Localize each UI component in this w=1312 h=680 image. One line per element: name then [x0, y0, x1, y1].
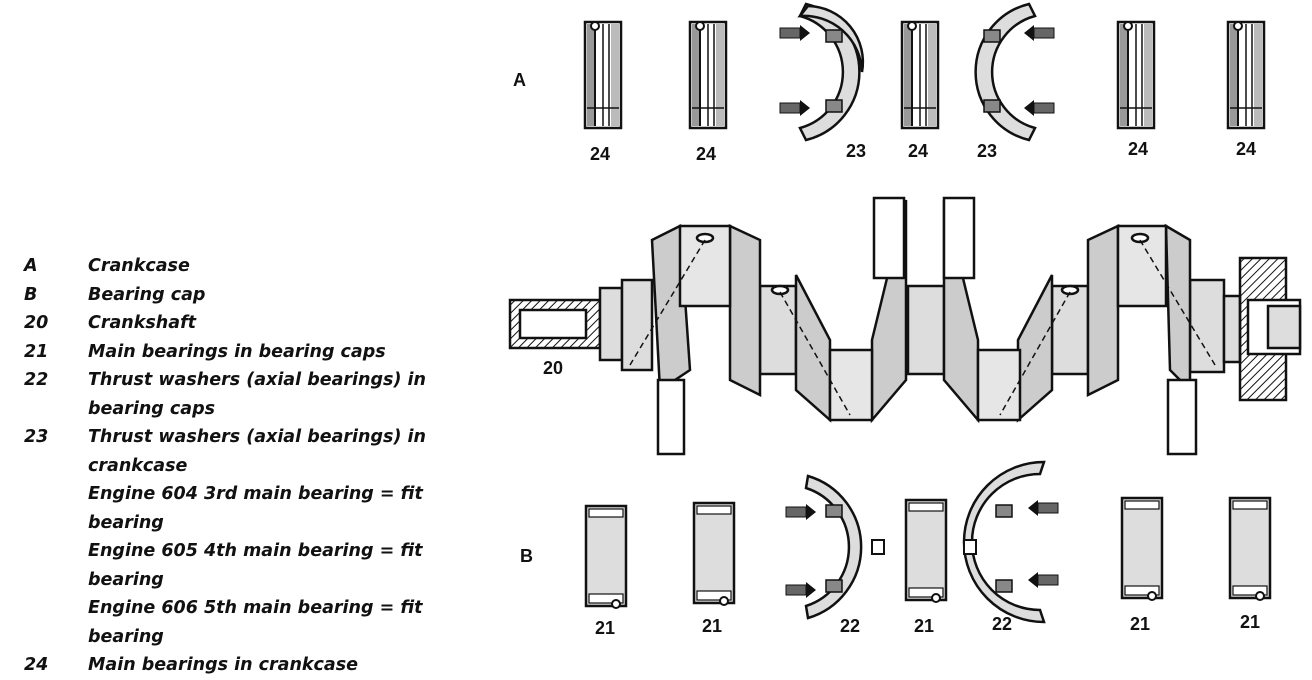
legend-text: bearing	[88, 569, 164, 590]
main-bearing-shell-a5	[1226, 20, 1266, 130]
crankshaft-callout: 20	[543, 358, 563, 378]
thrust-washer-b-right	[962, 460, 1059, 624]
callout-b-4: 21	[914, 616, 934, 636]
legend-key: 22	[24, 370, 49, 390]
legend-text: bearing	[88, 626, 164, 647]
callout-b-6: 21	[1130, 614, 1150, 634]
main-bearing-shell-b3	[904, 498, 948, 604]
thrust-washer-a-left	[779, 2, 865, 142]
arrow-icon	[1023, 99, 1055, 117]
legend-item: 21 Main bearings in bearing caps	[24, 338, 464, 367]
arrow-icon	[779, 24, 811, 42]
row-a-callouts: 24 24 23 24 23 24 24	[590, 139, 1256, 164]
row-b-label: B	[520, 546, 533, 566]
legend-item: B Bearing cap	[24, 281, 464, 310]
legend-item: 24 Main bearings in crankcase	[24, 651, 464, 680]
main-bearing-shell-b5	[1228, 496, 1272, 602]
callout-b-1: 21	[595, 618, 615, 638]
legend-text: Engine 604 3rd main bearing = fit	[88, 484, 423, 504]
row-a-label: A	[513, 70, 526, 90]
callout-a-2: 24	[696, 144, 716, 164]
callout-a-7: 24	[1236, 139, 1256, 159]
main-bearing-shell-b2	[692, 501, 736, 607]
callout-a-6: 24	[1128, 139, 1148, 159]
legend-key: 21	[24, 341, 49, 362]
callout-b-2: 21	[702, 616, 722, 636]
arrow-icon	[1027, 499, 1059, 517]
main-bearing-shell-b1	[584, 504, 628, 610]
callout-a-5: 23	[977, 141, 997, 161]
legend-item: 23 Thrust washers (axial bearings) in cran…	[24, 423, 464, 651]
arrow-icon	[785, 503, 817, 521]
legend-text: bearing caps	[88, 398, 216, 419]
arrow-icon	[1027, 571, 1059, 589]
legend-text: Main bearings in bearing caps	[88, 341, 386, 362]
legend-text: crankcase	[88, 455, 188, 476]
legend-text: Thrust washers (axial bearings) in	[88, 370, 426, 390]
legend-key: A	[24, 256, 38, 276]
legend-text: Main bearings in crankcase	[88, 655, 359, 675]
legend-text: bearing	[88, 512, 164, 533]
callout-a-1: 24	[590, 144, 610, 164]
callout-a-4: 24	[908, 141, 928, 161]
legend-item: 20 Crankshaft	[24, 309, 464, 338]
callout-a-3: 23	[846, 141, 866, 161]
main-bearing-shell-a2	[688, 20, 728, 130]
arrow-icon	[779, 99, 811, 117]
legend-text: Crankshaft	[88, 313, 197, 333]
row-b-callouts: 21 21 22 21 22 21 21	[595, 612, 1260, 638]
callout-b-5: 22	[992, 614, 1012, 634]
legend-text: Thrust washers (axial bearings) in	[88, 427, 426, 447]
legend-text: Engine 606 5th main bearing = fit	[88, 598, 423, 618]
main-bearing-shell-b4	[1120, 496, 1164, 602]
legend-text: Engine 605 4th main bearing = fit	[88, 541, 423, 561]
legend-item: 22 Thrust washers (axial bearings) in bear…	[24, 366, 464, 423]
crankshaft	[508, 196, 1302, 456]
legend-text: Bearing cap	[88, 284, 206, 305]
callout-b-3: 22	[840, 616, 860, 636]
arrow-icon	[1023, 24, 1055, 42]
legend-key: B	[24, 284, 38, 305]
thrust-washer-a-right	[974, 2, 1055, 142]
main-bearing-shell-a4	[1116, 20, 1156, 130]
legend-item: A Crankcase	[24, 252, 464, 281]
legend-key: 20	[24, 313, 49, 333]
main-bearing-shell-a1	[583, 20, 623, 130]
legend-text: Crankcase	[88, 256, 190, 276]
callout-b-7: 21	[1240, 612, 1260, 632]
main-bearing-shell-a3	[900, 20, 940, 130]
arrow-icon	[785, 581, 817, 599]
legend-key: 24	[24, 655, 49, 675]
legend-key: 23	[24, 427, 49, 447]
thrust-washer-b-left	[785, 474, 885, 620]
